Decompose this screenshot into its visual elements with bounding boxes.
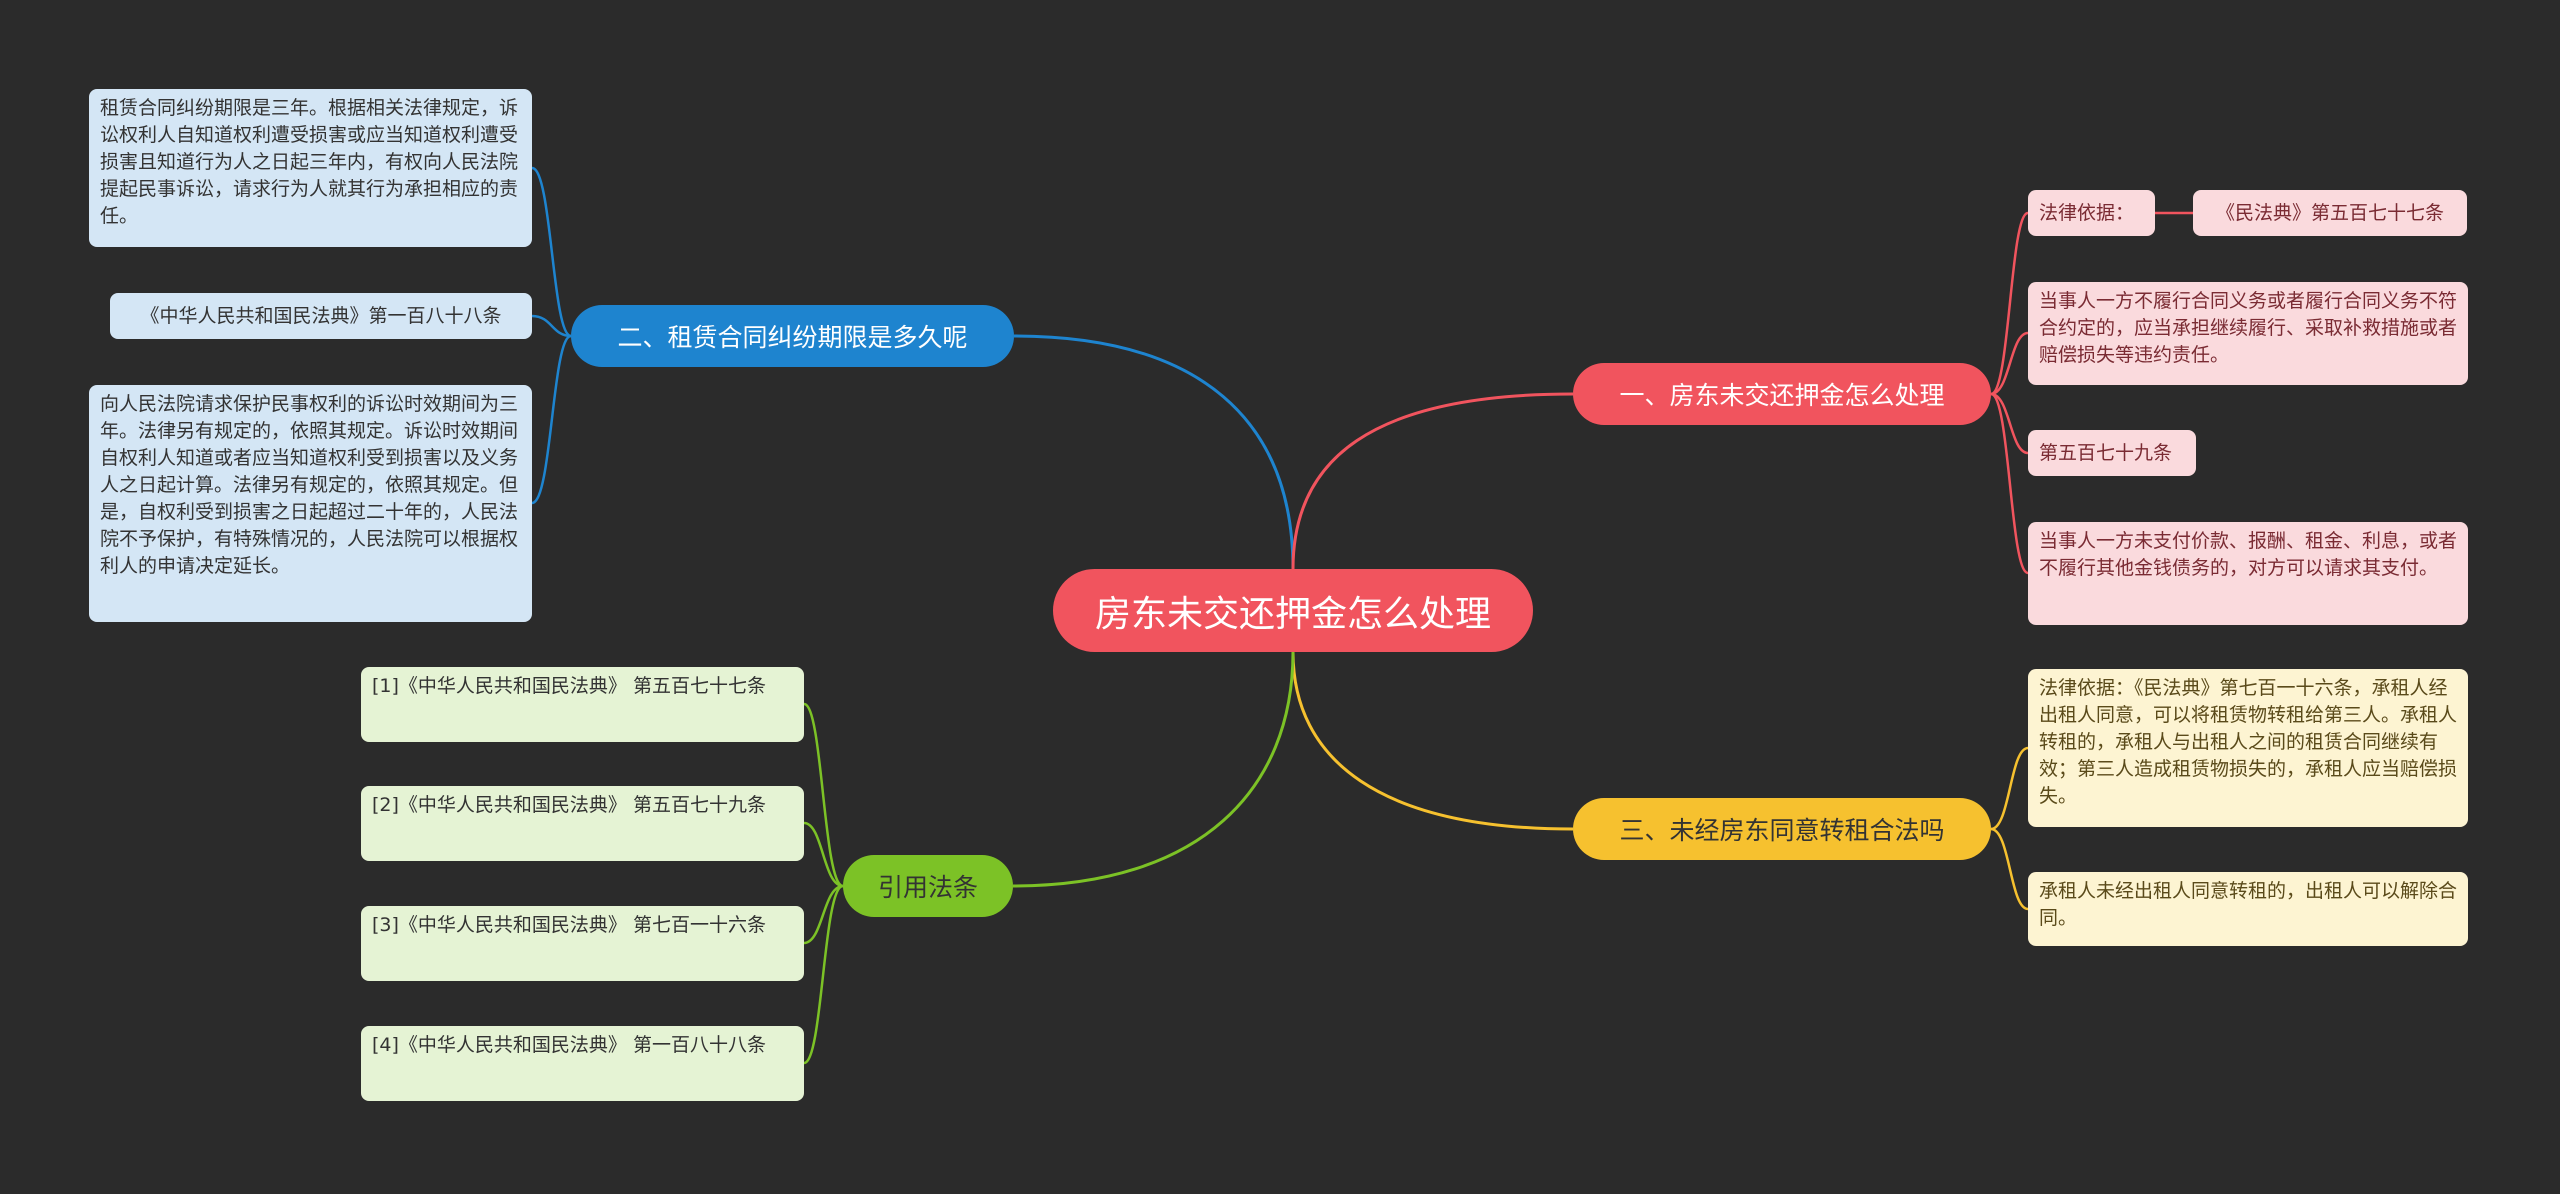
link-center-green xyxy=(1012,651,1295,888)
link-green-leaf-4 xyxy=(803,884,844,1065)
link-red-leaf-4 xyxy=(1990,392,2029,575)
link-green-leaf-2 xyxy=(803,821,844,888)
link-center-blue xyxy=(1013,334,1295,570)
link-red-leaf-3 xyxy=(1990,392,2029,455)
link-green-leaf-1 xyxy=(803,702,844,888)
central-topic[interactable]: 房东未交还押金怎么处理 xyxy=(1053,569,1533,652)
link-blue-leaf-3 xyxy=(531,334,572,505)
leaf-rent-law-text[interactable]: 向人民法院请求保护民事权利的诉讼时效期间为三年。法律另有规定的，依照其规定。诉讼… xyxy=(89,385,532,622)
leaf-deposit-basis-value[interactable]: 《民法典》第五百七十七条 xyxy=(2193,190,2467,236)
branch-citations[interactable]: 引用法条 xyxy=(843,855,1013,917)
link-yellow-leaf-1 xyxy=(1990,746,2029,831)
leaf-deposit-breach-liability[interactable]: 当事人一方不履行合同义务或者履行合同义务不符合约定的，应当承担继续履行、采取补救… xyxy=(2028,282,2468,385)
link-red-leaf-1 xyxy=(1990,211,2029,396)
leaf-sublet-termination[interactable]: 承租人未经出租人同意转租的，出租人可以解除合同。 xyxy=(2028,872,2468,946)
leaf-rent-law-reference[interactable]: 《中华人民共和国民法典》第一百八十八条 xyxy=(110,293,532,339)
branch-deposit-handling[interactable]: 一、房东未交还押金怎么处理 xyxy=(1573,363,1991,425)
leaf-deposit-basis-label[interactable]: 法律依据： xyxy=(2028,190,2155,236)
link-center-red xyxy=(1291,392,1574,570)
link-blue-leaf-2 xyxy=(531,314,572,338)
link-blue-leaf-1 xyxy=(531,166,572,338)
leaf-sublet-legal-basis[interactable]: 法律依据：《民法典》第七百一十六条，承租人经出租人同意，可以将租赁物转租给第三人… xyxy=(2028,669,2468,827)
leaf-deposit-article-579[interactable]: 第五百七十九条 xyxy=(2028,430,2196,476)
link-center-yellow xyxy=(1291,651,1574,831)
link-green-leaf-3 xyxy=(803,884,844,945)
link-yellow-leaf-2 xyxy=(1990,827,2029,911)
branch-rent-dispute-period[interactable]: 二、租赁合同纠纷期限是多久呢 xyxy=(571,305,1014,367)
leaf-rent-period-summary[interactable]: 租赁合同纠纷期限是三年。根据相关法律规定，诉讼权利人自知道权利遭受损害或应当知道… xyxy=(89,89,532,247)
branch-sublet-legality[interactable]: 三、未经房东同意转租合法吗 xyxy=(1573,798,1991,860)
leaf-citation-4[interactable]: [4]《中华人民共和国民法典》 第一百八十八条 xyxy=(361,1026,804,1101)
leaf-citation-2[interactable]: [2]《中华人民共和国民法典》 第五百七十九条 xyxy=(361,786,804,861)
leaf-citation-3[interactable]: [3]《中华人民共和国民法典》 第七百一十六条 xyxy=(361,906,804,981)
leaf-deposit-monetary-debt[interactable]: 当事人一方未支付价款、报酬、租金、利息，或者不履行其他金钱债务的，对方可以请求其… xyxy=(2028,522,2468,625)
leaf-citation-1[interactable]: [1]《中华人民共和国民法典》 第五百七十七条 xyxy=(361,667,804,742)
link-red-leaf-2 xyxy=(1990,331,2029,396)
